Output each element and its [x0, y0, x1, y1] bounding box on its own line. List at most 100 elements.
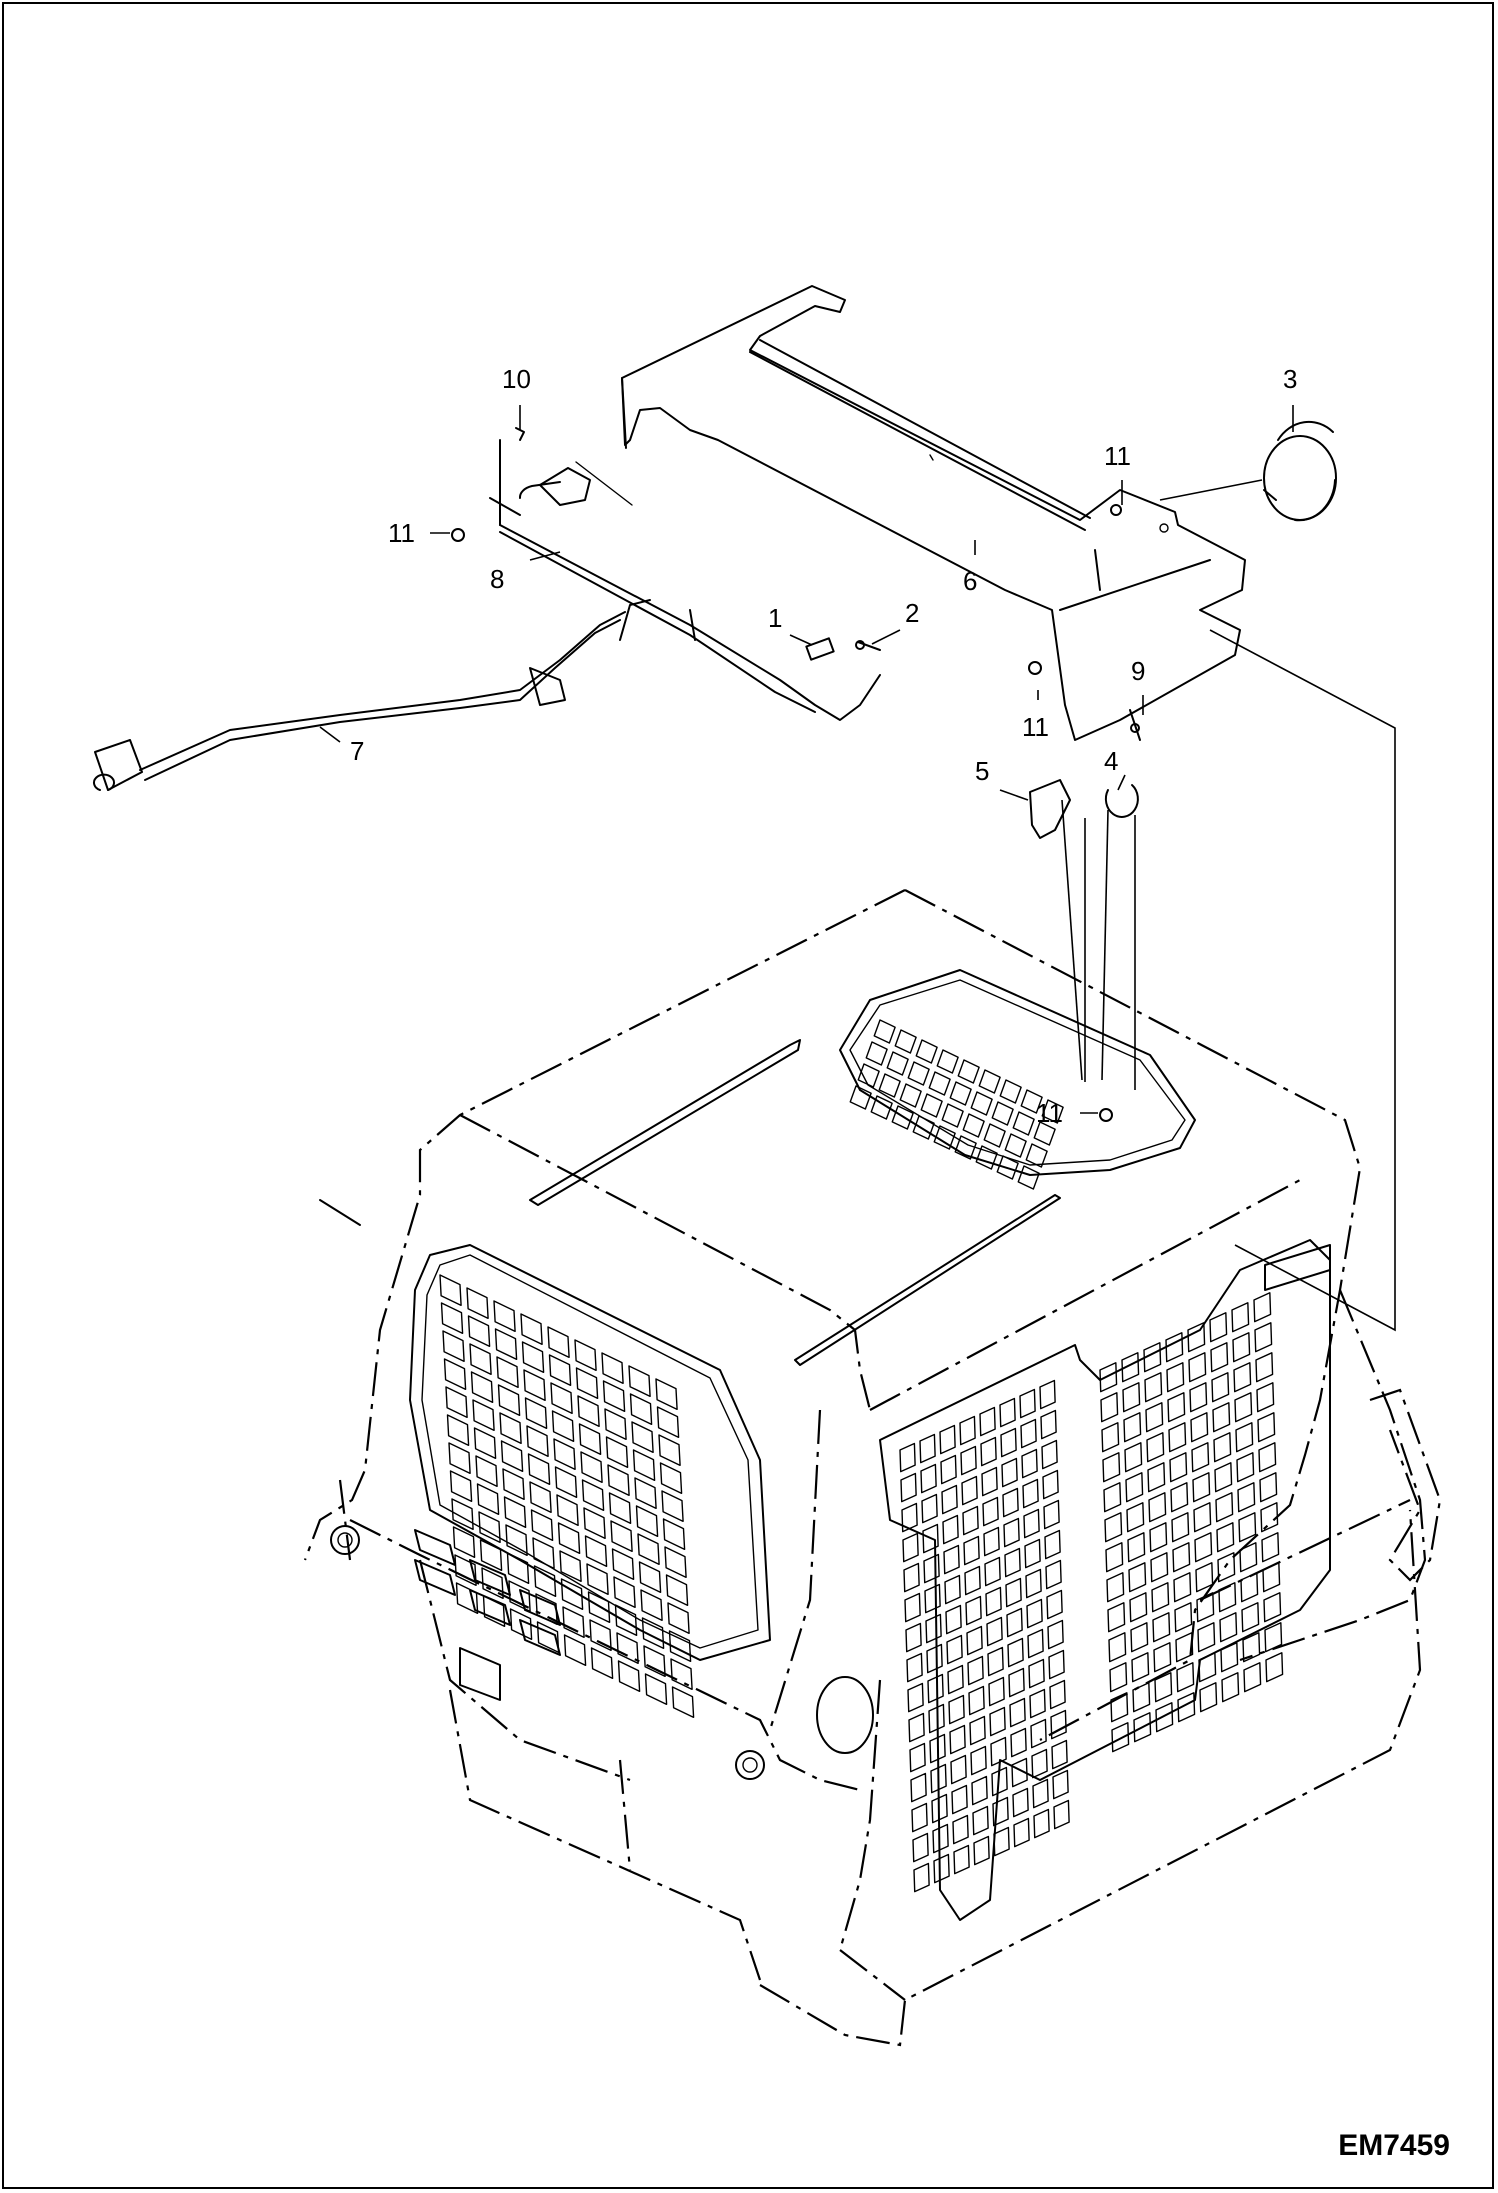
- mesh-cell: [665, 1574, 689, 1607]
- mesh-cell: [494, 1328, 518, 1361]
- mesh-cell: [1257, 1412, 1276, 1443]
- mesh-cell: [1213, 1432, 1232, 1463]
- mesh-cell: [1218, 1582, 1237, 1613]
- mesh-cell: [1040, 1409, 1057, 1440]
- side-louvres: [414, 1529, 561, 1701]
- mesh-cell: [1144, 1372, 1163, 1403]
- mesh-cell: [857, 1063, 880, 1088]
- bracket-part: [621, 285, 1246, 741]
- mesh-cell: [1146, 1432, 1165, 1463]
- mesh-cell: [1210, 1342, 1229, 1373]
- mesh-cell: [442, 1330, 465, 1363]
- mesh-cell: [590, 1647, 614, 1680]
- mesh-cell: [587, 1591, 611, 1624]
- mesh-cell: [610, 1520, 633, 1553]
- mesh-cell: [1100, 1392, 1119, 1423]
- mesh-cell: [1242, 1632, 1261, 1663]
- mesh-cell: [907, 1682, 924, 1713]
- callout-11-roof: 11: [1036, 1098, 1063, 1128]
- mesh-cell: [1167, 1392, 1186, 1423]
- mesh-cell: [493, 1300, 516, 1333]
- mesh-cell: [1041, 1439, 1058, 1470]
- mesh-cell: [984, 1556, 1001, 1587]
- mesh-cell: [1193, 1502, 1212, 1533]
- mesh-cell: [1126, 1502, 1145, 1533]
- mesh-cell: [637, 1533, 660, 1566]
- mesh-cell: [506, 1552, 530, 1585]
- mesh-cell: [1028, 1658, 1045, 1689]
- mesh-cell: [470, 1371, 494, 1404]
- front-door: [879, 1239, 1331, 1921]
- mesh-cell: [922, 1523, 939, 1554]
- mesh-cell: [975, 1145, 998, 1170]
- mesh-cell: [1174, 1602, 1193, 1633]
- mesh-cell: [1264, 1622, 1283, 1653]
- mesh-cell: [473, 1427, 497, 1460]
- mesh-cell: [1150, 1552, 1169, 1583]
- mesh-cell: [583, 1507, 606, 1540]
- mesh-cell: [1153, 1642, 1172, 1673]
- mesh-cell: [1010, 1727, 1027, 1758]
- side-window-left: [409, 1244, 771, 1661]
- callout-labels: 10 11 8 1 2 7 6 3 11 9 11 5 4 11: [350, 364, 1297, 1128]
- mesh-cell: [608, 1492, 632, 1525]
- mesh-cell: [962, 1113, 985, 1138]
- mesh-cell: [1122, 1382, 1141, 1413]
- dome-light-part: [1159, 420, 1337, 522]
- mesh-cell: [925, 1613, 942, 1644]
- mesh-cell: [967, 1655, 984, 1686]
- mesh-cell: [946, 1634, 963, 1665]
- front-door-grid-right: [1099, 1292, 1284, 1753]
- mesh-cell: [1176, 1662, 1195, 1693]
- mesh-cell: [957, 1059, 980, 1084]
- mesh-cell: [979, 1406, 996, 1437]
- mesh-cell: [1155, 1702, 1174, 1733]
- mesh-cell: [451, 1498, 474, 1531]
- mesh-cell: [927, 1673, 944, 1704]
- mesh-cell: [580, 1451, 603, 1484]
- mesh-cell: [1103, 1482, 1122, 1513]
- mesh-cell: [926, 1643, 943, 1674]
- mesh-cell: [1187, 1322, 1206, 1353]
- cab-hinges: [330, 1244, 1331, 1780]
- mesh-cell: [921, 1493, 938, 1524]
- mesh-cell: [604, 1408, 627, 1441]
- mesh-cell: [617, 1660, 641, 1693]
- callout-5: 5: [975, 756, 989, 786]
- mesh-cell: [942, 1514, 959, 1545]
- mesh-cell: [1130, 1622, 1149, 1653]
- mesh-cell: [1262, 1562, 1281, 1593]
- mesh-cell: [476, 1483, 500, 1516]
- mesh-cell: [1152, 1612, 1171, 1643]
- mesh-cell: [1008, 1667, 1025, 1698]
- mesh-cell: [1196, 1592, 1215, 1623]
- mesh-cell: [1041, 1099, 1064, 1124]
- mesh-cell: [1128, 1562, 1147, 1593]
- mesh-cell: [988, 1676, 1005, 1707]
- mesh-cell: [1017, 1165, 1040, 1190]
- mesh-cell: [913, 1862, 930, 1893]
- mesh-cell: [523, 1369, 546, 1402]
- mesh-cell: [902, 1532, 919, 1563]
- mesh-cell: [1024, 1538, 1041, 1569]
- mesh-cell: [601, 1352, 624, 1385]
- mesh-cell: [1197, 1622, 1216, 1653]
- mesh-cell: [1231, 1302, 1250, 1333]
- mesh-cell: [999, 1079, 1022, 1104]
- mesh-cell: [915, 1039, 938, 1064]
- mesh-cell: [1127, 1532, 1146, 1563]
- mesh-cell: [466, 1287, 489, 1320]
- mesh-cell: [496, 1356, 519, 1389]
- mesh-cell: [478, 1511, 501, 1544]
- mesh-cell: [557, 1522, 581, 1555]
- mesh-cell: [1151, 1582, 1170, 1613]
- mesh-cell: [556, 1494, 579, 1527]
- mesh-cell: [584, 1535, 608, 1568]
- mesh-cell: [989, 1706, 1006, 1737]
- mesh-cell: [919, 1433, 936, 1464]
- roof-window-grid: [849, 1019, 1064, 1190]
- callout-8: 8: [490, 564, 504, 594]
- mesh-cell: [449, 1470, 473, 1503]
- mesh-cell: [1192, 1472, 1211, 1503]
- mesh-cell: [475, 1455, 498, 1488]
